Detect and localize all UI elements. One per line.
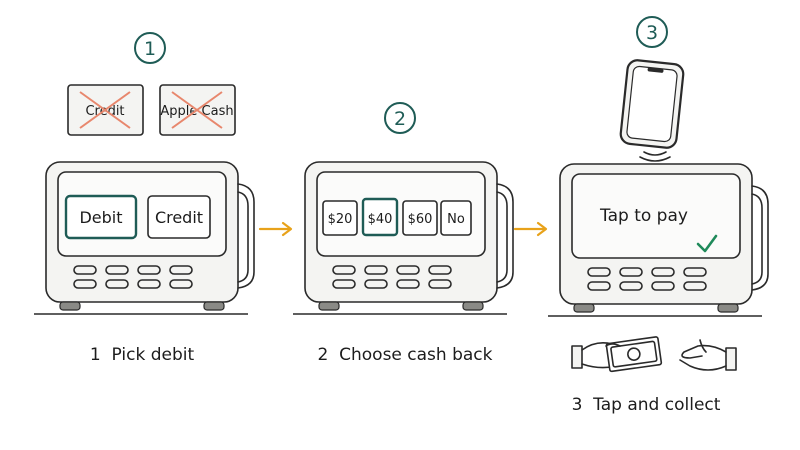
cashback-20-button[interactable] bbox=[322, 200, 358, 236]
cashback-60-label: $60 bbox=[408, 212, 433, 227]
step-3-caption: 3 Tap and collect bbox=[572, 395, 721, 415]
smartphone-icon bbox=[619, 59, 685, 149]
cashback-40-label: $40 bbox=[368, 212, 393, 227]
rejected-card-apple-cash-label: Apple Cash bbox=[160, 104, 233, 119]
cashback-40-button[interactable] bbox=[361, 197, 399, 237]
hand-giving-cash-icon bbox=[571, 336, 663, 373]
step-2-caption: 2 Choose cash back bbox=[318, 345, 493, 365]
cashback-60-button[interactable] bbox=[402, 200, 438, 236]
credit-button[interactable] bbox=[147, 195, 211, 239]
step-1-number: 1 bbox=[144, 38, 156, 60]
step-2-badge bbox=[384, 102, 416, 134]
debit-button-label: Debit bbox=[79, 208, 122, 227]
contactless-waves-icon bbox=[639, 151, 671, 162]
cashback-no-label: No bbox=[447, 212, 465, 227]
cashback-20-label: $20 bbox=[328, 212, 353, 227]
rejected-card-credit-label: Credit bbox=[85, 104, 124, 119]
step-3: 3 Tap to pay bbox=[548, 16, 769, 415]
terminal-step-1: Debit Credit bbox=[45, 161, 255, 311]
rejected-card-credit: Credit bbox=[67, 84, 144, 136]
right-arrow-icon bbox=[258, 221, 293, 237]
rejected-card-apple-cash: Apple Cash bbox=[159, 84, 236, 136]
right-arrow-icon bbox=[513, 221, 548, 237]
debit-button[interactable] bbox=[64, 194, 138, 240]
step-1-caption: 1 Pick debit bbox=[90, 345, 195, 365]
terminal-step-2: $20 $40 $60 No bbox=[304, 161, 514, 311]
credit-button-label: Credit bbox=[155, 208, 203, 227]
terminal-step-3: Tap to pay bbox=[559, 163, 769, 313]
open-hand-receiving-icon bbox=[679, 339, 737, 371]
step-2-number: 2 bbox=[394, 108, 406, 130]
step-3-number: 3 bbox=[646, 22, 658, 44]
step-1-badge bbox=[134, 32, 166, 64]
cashback-no-button[interactable] bbox=[440, 200, 472, 236]
cross-icon bbox=[171, 91, 223, 129]
step-2: 2 $20 $40 $60 No 2 Choose cash back bbox=[293, 102, 514, 365]
step-3-badge bbox=[636, 16, 668, 48]
cross-icon bbox=[79, 91, 131, 129]
tap-to-pay-text: Tap to pay bbox=[599, 206, 688, 226]
step-1: 1 Credit Apple Cash Debit Credit 1 Pick … bbox=[34, 32, 255, 365]
checkmark-icon bbox=[696, 234, 718, 253]
